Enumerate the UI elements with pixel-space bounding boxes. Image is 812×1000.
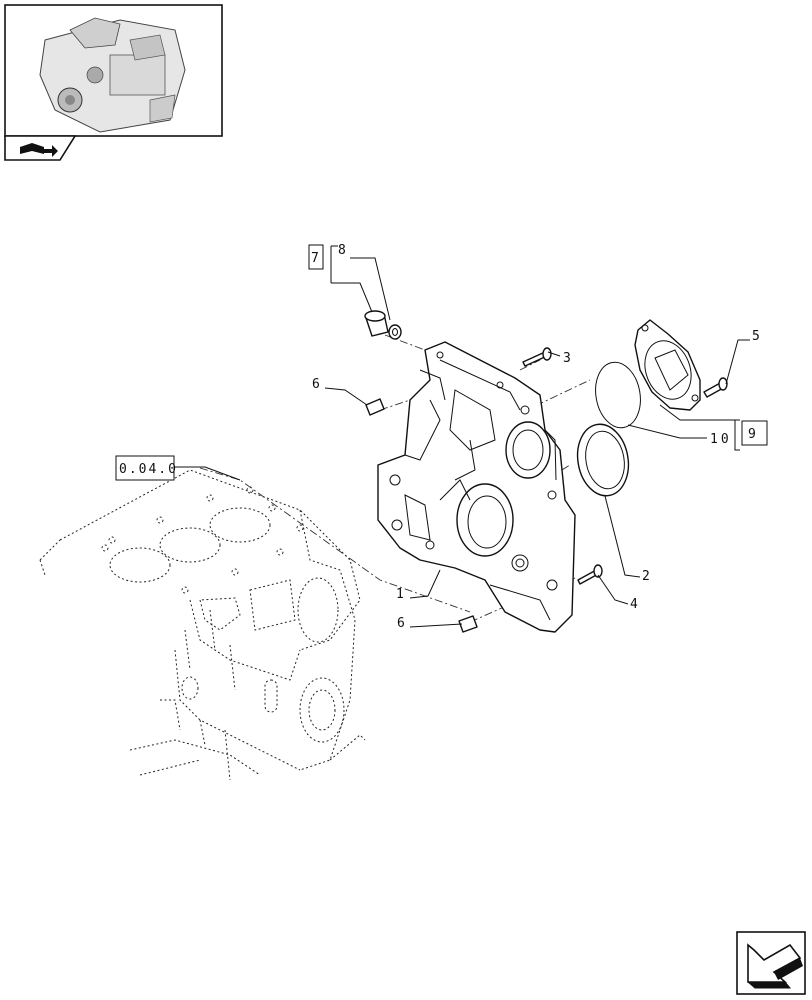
cover-plate-part[interactable] [634, 319, 701, 411]
dowel-part-6-top[interactable] [365, 398, 385, 416]
bolt-part-3[interactable] [522, 347, 552, 367]
bolt-part-5[interactable] [703, 377, 728, 398]
axis-line-dowel [379, 399, 411, 411]
next-page-button[interactable] [736, 931, 806, 995]
callout-5: 5 [752, 329, 760, 344]
callout-labels: 7 8 3 6 1 6 4 2 5 10 9 [308, 243, 768, 631]
callout-1: 1 [396, 587, 404, 602]
callout-2: 2 [642, 569, 650, 584]
callout-6-bottom: 6 [397, 616, 405, 631]
next-page-arrow-icon [747, 943, 803, 989]
engine-thumbnail[interactable] [4, 4, 223, 137]
book-tab[interactable] [4, 135, 77, 161]
callout-8: 8 [338, 243, 346, 258]
dowel-part-6-bottom[interactable] [458, 615, 478, 633]
seal-ring-part-2[interactable] [572, 420, 634, 500]
reference-label: 0.04.0 [119, 462, 178, 477]
callout-7: 7 [311, 251, 319, 266]
book-arrow-icon [20, 143, 58, 157]
axis-line-dowel-low [469, 599, 521, 623]
washer-part[interactable] [388, 324, 402, 340]
engine-block-outline [39, 469, 366, 781]
callout-3: 3 [563, 351, 571, 366]
plug-part[interactable] [364, 310, 389, 337]
callout-9: 9 [748, 427, 756, 442]
callout-10: 10 [710, 432, 732, 447]
axis-line-bolt3 [519, 359, 541, 371]
bolt-part-4[interactable] [577, 564, 603, 585]
reference-box[interactable]: 0.04.0 [115, 455, 178, 481]
engine-icon [39, 17, 186, 133]
callout-4: 4 [630, 597, 638, 612]
leader-lines [174, 245, 750, 628]
callout-6-top: 6 [312, 377, 320, 392]
o-ring-part-10[interactable] [591, 359, 646, 432]
timing-cover-part-1[interactable] [377, 341, 576, 633]
